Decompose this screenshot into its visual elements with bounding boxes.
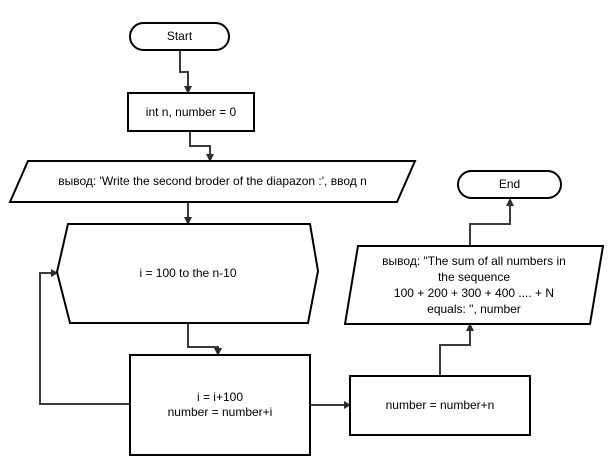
connector-body-to-addn [310, 401, 351, 409]
input-parallelogram-shape [8, 160, 417, 203]
loop-hexagon-shape [55, 223, 320, 324]
output-parallelogram-shape [343, 245, 605, 325]
connector-loop-to-body [187, 323, 222, 356]
start-terminator-shape [129, 22, 230, 51]
end-terminator-shape [457, 170, 562, 199]
connector-input-to-loop [184, 202, 192, 225]
connector-start-to-init [179, 50, 192, 94]
loop-body-process-shape [129, 354, 311, 456]
connector-body-loopback [39, 269, 130, 405]
connector-init-to-input [189, 131, 214, 162]
connector-output-to-end [469, 198, 514, 246]
connector-addn-to-output [439, 323, 474, 376]
addn-process-shape [349, 375, 531, 436]
init-process-shape [127, 92, 255, 132]
